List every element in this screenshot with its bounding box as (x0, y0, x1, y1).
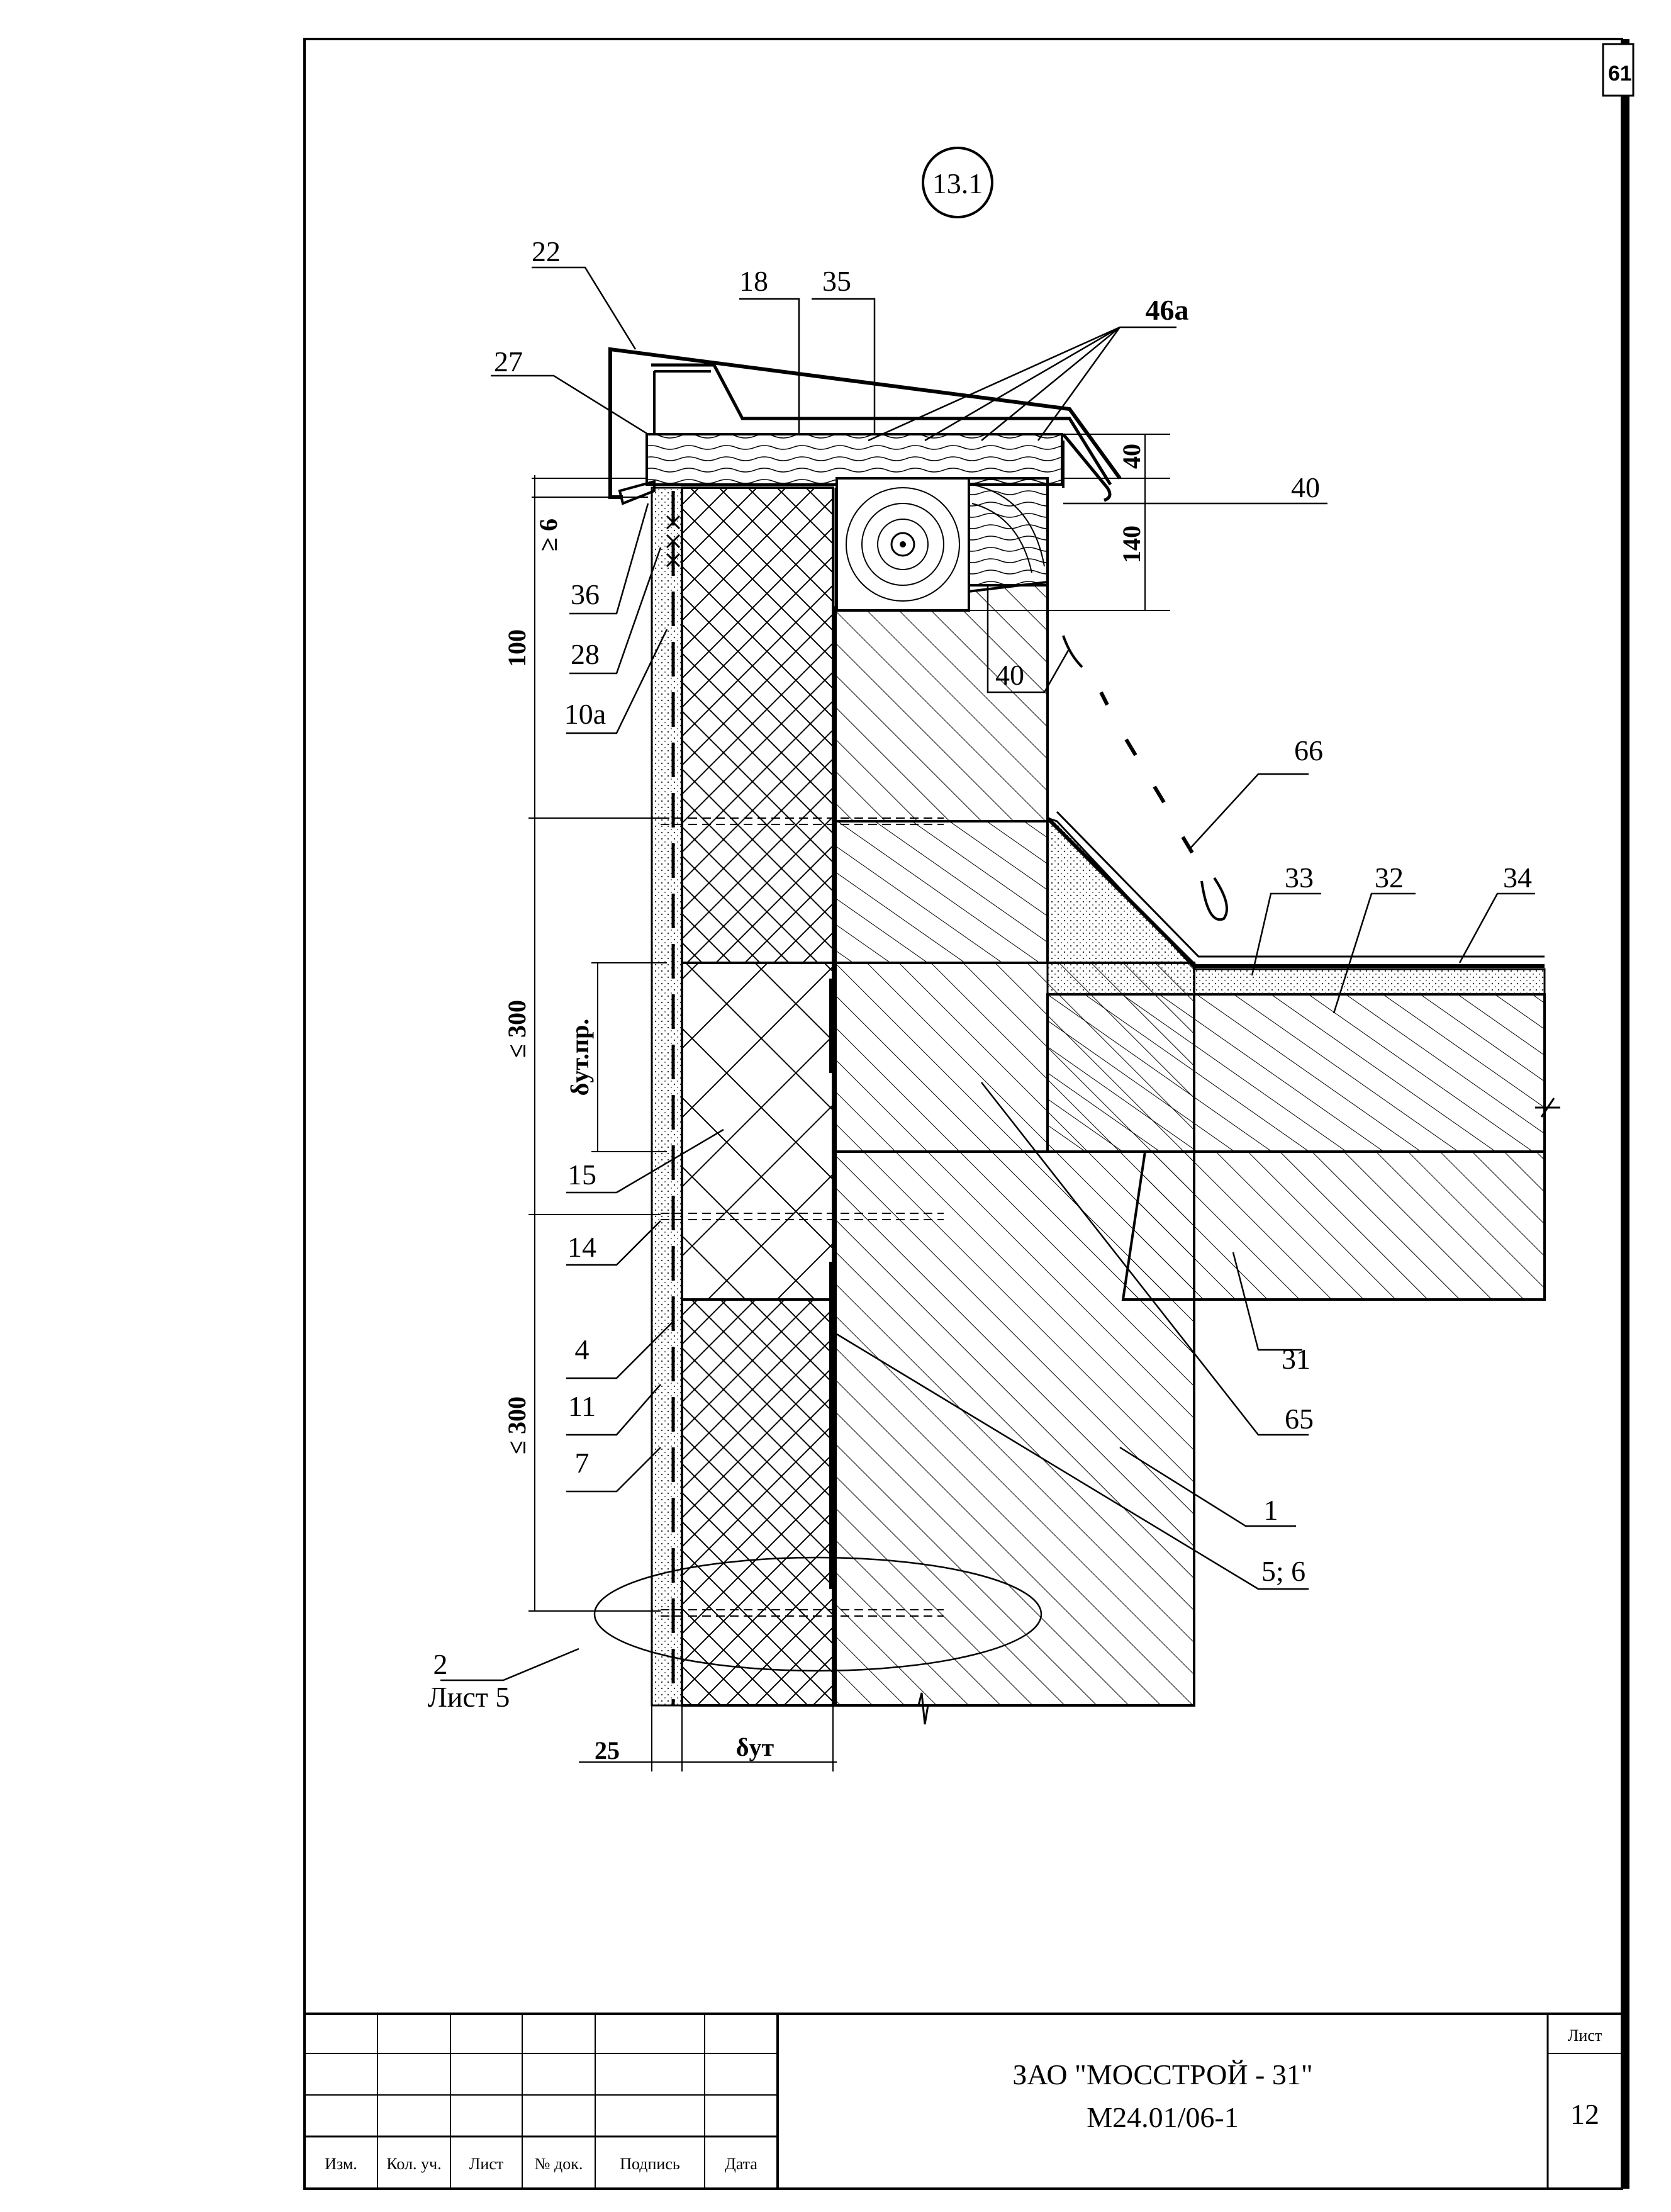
dim-40: 40 (1117, 444, 1146, 469)
callout-35: 35 (822, 265, 851, 297)
dim-25: 25 (595, 1736, 620, 1765)
reference-ellipse (593, 1556, 1042, 1672)
dim-140: 140 (1117, 525, 1146, 563)
dim-max-300-lower: ≤ 300 (503, 1396, 531, 1454)
anchors (661, 817, 944, 1617)
callout-10a: 10а (564, 698, 606, 730)
callout-22: 22 (532, 235, 561, 267)
callout-2-sheet-ref: Лист 5 (428, 1681, 510, 1713)
concrete-wall (834, 580, 1195, 1707)
detail-marker: 13.1 (922, 147, 993, 218)
tb-sheet-number: 12 (1570, 2098, 1599, 2130)
callout-33: 33 (1285, 862, 1314, 894)
break-marks (906, 1098, 1560, 1725)
tb-header-date: Дата (725, 2155, 757, 2173)
callout-31: 31 (1282, 1343, 1311, 1375)
tb-header-sheet: Лист (469, 2155, 503, 2173)
callout-28: 28 (571, 638, 600, 670)
corner-tab: 61 (1608, 62, 1632, 86)
callout-4: 4 (575, 1333, 590, 1366)
tb-code: М24.01/06-1 (1087, 2101, 1239, 2133)
callout-66: 66 (1294, 734, 1323, 766)
callout-14: 14 (567, 1231, 596, 1263)
parapet-timber (645, 433, 1063, 612)
callouts: 22 27 18 35 46а 40 40 66 33 32 34 36 28 … (428, 235, 1532, 1713)
dimension-values: 40 140 ≥ 6 100 ≤ 300 ≤ 300 δут.пр. 25 δу… (503, 444, 1146, 1765)
dim-insulation: δут (736, 1733, 774, 1761)
callout-5-6: 5; 6 (1261, 1555, 1305, 1587)
callout-34: 34 (1503, 862, 1532, 894)
callout-46a: 46а (1146, 294, 1189, 326)
insulation (681, 486, 837, 1707)
callout-40-mid: 40 (995, 659, 1024, 691)
title-block: Изм. Кол. уч. Лист № док. Подпись Дата З… (303, 2013, 1623, 2190)
tb-header-doc: № док. (535, 2155, 583, 2173)
callout-32: 32 (1375, 862, 1404, 894)
tb-header-qty: Кол. уч. (386, 2155, 441, 2173)
callout-11: 11 (568, 1390, 596, 1422)
callout-65: 65 (1285, 1403, 1314, 1435)
tb-header-signature: Подпись (620, 2155, 680, 2173)
dimension-lines (528, 434, 1170, 1771)
callout-40-top: 40 (1291, 471, 1320, 503)
dim-min-6: ≥ 6 (534, 519, 562, 551)
callout-7: 7 (575, 1447, 590, 1479)
callout-27: 27 (494, 345, 523, 378)
dim-100: 100 (503, 629, 531, 667)
callout-36: 36 (571, 578, 600, 610)
tb-header-change: Изм. (325, 2155, 357, 2173)
roof-slab (836, 993, 1546, 1301)
detail-id: 13.1 (932, 167, 983, 199)
dim-insulation-reduced: δут.пр. (566, 1019, 594, 1096)
callout-2: 2 (433, 1648, 448, 1680)
tb-sheet-label: Лист (1568, 2026, 1602, 2045)
callout-1: 1 (1264, 1494, 1278, 1526)
callout-15: 15 (567, 1159, 596, 1191)
callout-18: 18 (739, 265, 768, 297)
dim-max-300-upper: ≤ 300 (503, 1000, 531, 1058)
plaster-layer (651, 486, 683, 1707)
tb-company: ЗАО "МОССТРОЙ - 31" (1012, 2058, 1312, 2091)
leader-lines (440, 266, 1535, 1681)
